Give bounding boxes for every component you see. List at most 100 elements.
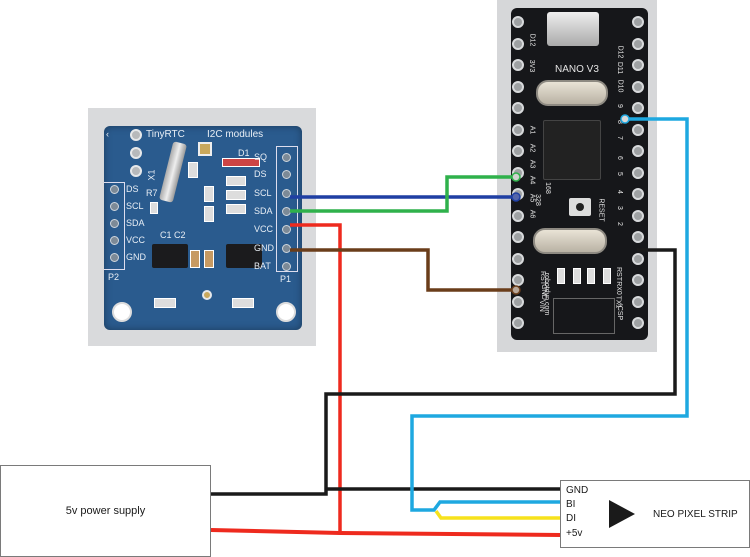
strip-pin-di: DI	[566, 513, 576, 524]
rtc-label-d1: D1	[238, 148, 250, 158]
nano-header-pin	[632, 252, 644, 265]
rtc-capacitor	[204, 250, 214, 268]
rtc-resistor	[188, 162, 198, 178]
rtc-right-header-outline	[276, 146, 298, 272]
nano-header-pin	[632, 123, 644, 136]
rtc-right-label: BAT	[254, 261, 271, 271]
rtc-left-label: SCL	[126, 201, 144, 211]
nano-header-pin	[632, 37, 644, 50]
rtc-left-header-label: P2	[108, 272, 120, 282]
nano-gnd-pin-marker	[511, 285, 521, 295]
nano-header-pin	[632, 295, 644, 308]
nano-header-pin	[512, 231, 524, 243]
nano-a5-pin-marker	[511, 192, 521, 202]
rtc-chip-left	[152, 244, 188, 268]
rtc-right-label: SQ	[254, 152, 268, 162]
strip-pin-gnd: GND	[566, 485, 589, 496]
rtc-resistor	[226, 204, 246, 214]
nano-led	[573, 268, 581, 284]
nano-led	[557, 268, 565, 284]
rtc-mount-hole	[112, 302, 132, 322]
rtc-left-pin	[110, 253, 119, 262]
data-wire	[410, 117, 689, 512]
rtc-resistor	[226, 190, 246, 200]
rtc-right-label: GND	[254, 243, 274, 253]
rtc-label-c1: C1	[160, 230, 172, 240]
nano-header-pin	[512, 295, 524, 308]
nano-header-pin	[632, 188, 644, 200]
rtc-diode	[222, 158, 260, 167]
rtc-hole	[130, 129, 142, 141]
rtc-left-pin	[110, 219, 119, 228]
rtc-right-pin-scl	[282, 189, 291, 198]
nano-header-pin	[632, 209, 644, 222]
rtc-left-label: DS	[126, 184, 139, 194]
rtc-right-pin-bat	[282, 262, 291, 271]
nano-header-pin	[512, 37, 524, 50]
rtc-label-r7: R7	[146, 188, 158, 198]
rtc-left-header-outline	[104, 182, 125, 270]
nano-crystal-bottom	[533, 228, 607, 254]
neo-pixel-label: NEO PIXEL STRIP	[653, 509, 738, 520]
nano-header-pin	[632, 166, 644, 179]
rtc-pad	[198, 142, 212, 156]
nano-header-pin	[512, 102, 524, 114]
nano-header-pin	[512, 123, 524, 136]
rtc-left-label: SDA	[126, 218, 145, 228]
rtc-resistor	[204, 206, 214, 222]
rtc-left-label: VCC	[126, 235, 146, 245]
nano-header-pin	[512, 317, 524, 329]
nano-header-pin	[512, 252, 524, 265]
rtc-right-label: DS	[254, 169, 267, 179]
rtc-left-pin	[110, 236, 119, 245]
nano-header-pin	[512, 80, 524, 93]
rtc-right-label: SCL	[254, 188, 272, 198]
nano-led	[603, 268, 611, 284]
reset-button[interactable]	[569, 198, 591, 216]
nano-d8-pin-marker	[620, 114, 630, 124]
rtc-left-pin	[110, 185, 119, 194]
nano-header-pin	[512, 274, 524, 286]
neo-pixel-strip-box: GND BI DI +5v NEO PIXEL STRIP	[560, 480, 750, 548]
rtc-resistor	[150, 202, 158, 214]
nano-header-pin	[632, 80, 644, 93]
nano-header-pin	[512, 145, 524, 157]
rtc-pad	[202, 290, 212, 300]
rtc-right-label: VCC	[254, 224, 274, 234]
nano-header-pin	[632, 231, 644, 243]
rtc-capacitor	[190, 250, 200, 268]
rtc-label-c2: C2	[174, 230, 186, 240]
nano-header-pin	[632, 317, 644, 329]
nano-header-pin	[632, 274, 644, 286]
rtc-left-pin	[110, 202, 119, 211]
nano-header-pin	[632, 102, 644, 114]
nano-mcu	[543, 120, 601, 180]
rtc-resistor	[226, 176, 246, 186]
rtc-right-pin-vcc	[282, 225, 291, 234]
rtc-chip-right	[226, 244, 262, 268]
nano-header-pin	[632, 59, 644, 71]
nano-crystal-top	[536, 80, 608, 106]
nano-header-pin	[632, 145, 644, 157]
rtc-subtitle: I2C modules	[207, 129, 264, 140]
vcc-wire	[290, 223, 342, 533]
strip-pin-bi: BI	[566, 499, 576, 510]
nano-header-pin	[512, 16, 524, 28]
rtc-right-pin	[282, 170, 291, 179]
nano-board: NANO V3 168 328 RESET robotdyn.com ICSP …	[511, 8, 648, 340]
nano-header-pin	[512, 59, 524, 71]
rtc-module-board: ‹ TinyRTC I2C modules D1 DS SCL SDA VCC …	[104, 126, 302, 330]
nano-title: NANO V3	[555, 64, 599, 75]
direction-arrow-icon	[609, 500, 635, 528]
nano-a4-pin-marker	[511, 172, 521, 182]
di-wire	[434, 509, 561, 520]
rtc-resistor	[232, 298, 254, 308]
rtc-corner-mark: ‹	[106, 129, 109, 139]
rtc-resistor	[154, 298, 176, 308]
icsp-header	[553, 298, 615, 334]
rtc-left-label: GND	[126, 252, 146, 262]
power-supply-label: 5v power supply	[65, 505, 146, 517]
rtc-hole	[130, 147, 142, 159]
nano-header-pin	[512, 209, 524, 222]
